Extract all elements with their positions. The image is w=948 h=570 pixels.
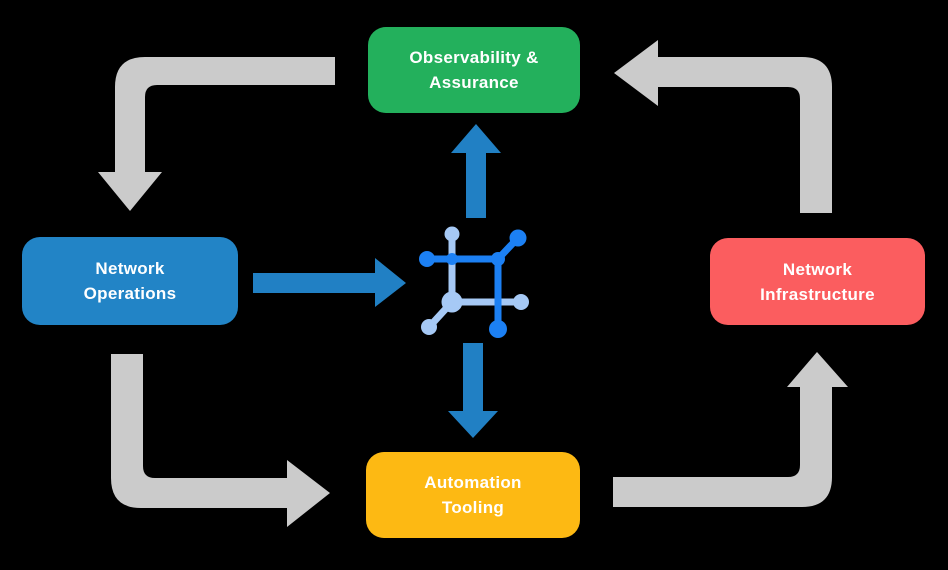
node-automation-tooling: Automation Tooling [366,452,580,538]
icon-top-node [444,226,460,242]
icon-bottom-node [489,320,507,338]
node-label-line1: Network [782,259,853,279]
node-label-line2: Assurance [429,73,519,92]
node-label-line2: Tooling [441,498,505,517]
arrow-operations-to-tooling [111,354,330,527]
arrow-operations-to-center [253,258,406,307]
gray-arrows [98,40,848,527]
node-label-line2: Infrastructure [760,284,875,304]
node-observability-assurance: Observability & Assurance [368,27,580,113]
arrow-center-to-observability [451,124,501,218]
arrow-observability-to-operations [98,57,335,211]
icon-bottom-left-node [421,319,437,335]
icon-right-node [513,294,529,310]
icon-dark-blue-parts [419,229,527,338]
node-label-line2: Operations [83,284,177,303]
arrow-tooling-to-infrastructure [613,352,848,507]
node-label-line1: Observability & [409,48,539,67]
icon-light-blue-parts [421,226,529,335]
blue-arrows [253,124,501,438]
node-network-infrastructure: Network Infrastructure [710,238,925,325]
icon-top-left-junction [446,253,458,265]
arrow-infrastructure-to-observability [614,40,832,213]
icon-top-right-node [509,229,527,247]
network-automation-icon [419,226,529,338]
arrow-center-to-tooling [448,343,498,438]
node-label-line1: Automation [424,473,522,492]
node-network-operations: Network Operations [22,237,238,325]
node-label-line1: Network [95,259,165,278]
icon-left-node [419,251,435,267]
